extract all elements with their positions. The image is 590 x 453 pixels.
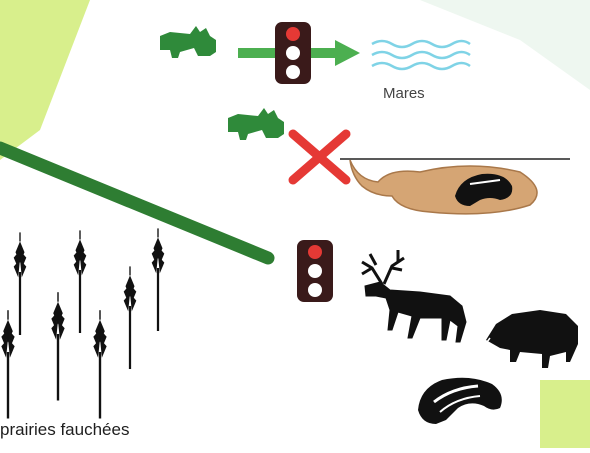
cross-icon [293,134,346,180]
corner-tint-bottom-right [540,380,590,448]
corner-tint-top-right [420,0,590,90]
cow-icon [228,108,284,140]
badger-burrow-icon [340,159,570,214]
badger-icon [418,378,502,424]
water-waves-icon [372,41,470,69]
diagonal-connector-line [0,148,268,258]
deer-icon [362,250,466,342]
wild-boar-icon [484,310,578,368]
traffic-light-red-icon [297,240,333,302]
wheat-stalks-icon [1,228,164,418]
traffic-light-red-icon [275,22,311,84]
prairies-label: prairies fauchées [0,420,129,440]
cow-icon [160,26,216,58]
corner-tint-top-left [0,0,90,160]
mares-label: Mares [383,85,425,102]
